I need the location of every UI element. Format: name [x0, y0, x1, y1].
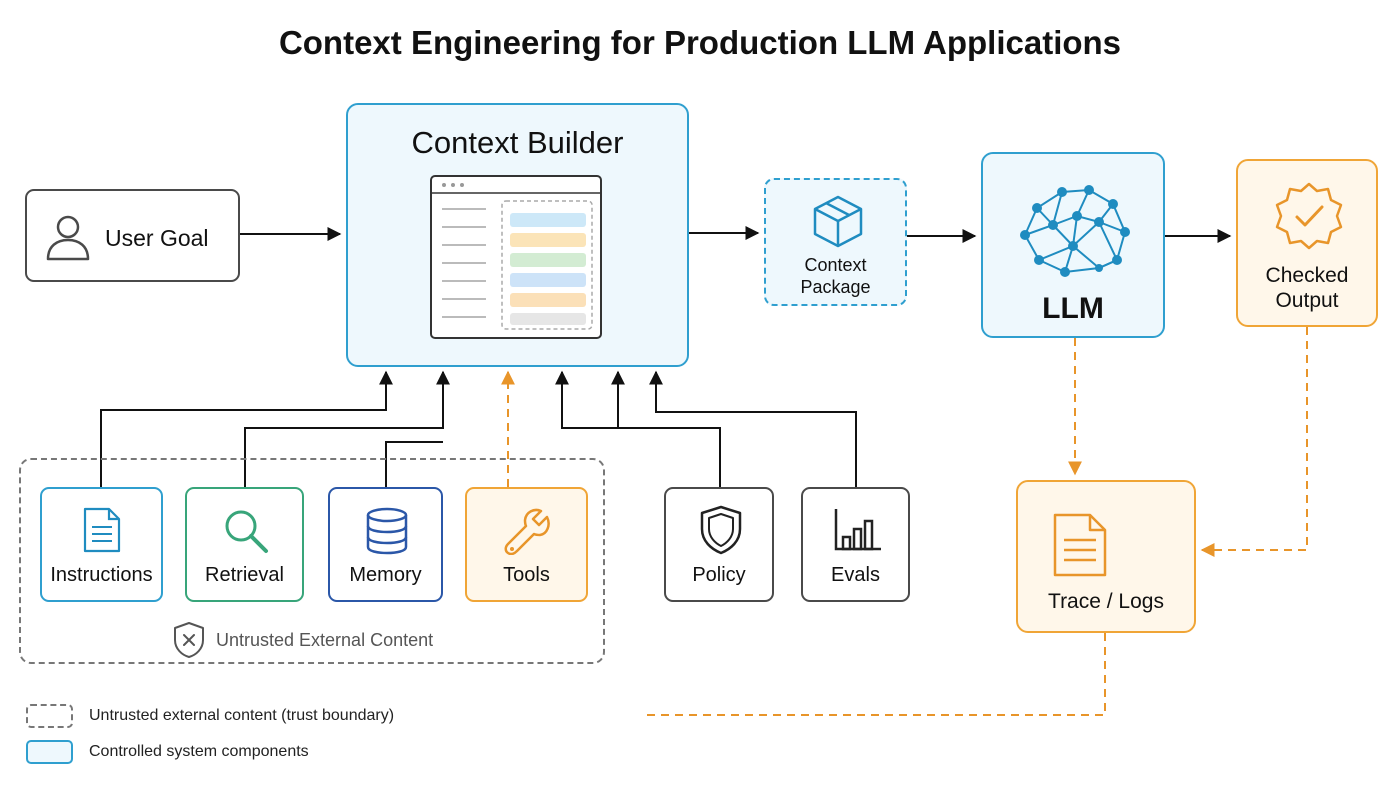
context-package-node: Context Package: [764, 178, 907, 306]
context-package-label: Context Package: [766, 254, 905, 298]
retrieval-label: Retrieval: [205, 564, 284, 586]
checked-output-label-line1: Checked: [1265, 264, 1349, 287]
bar-chart-icon: [834, 509, 881, 551]
user-goal-label: User Goal: [105, 225, 209, 251]
evals-label: Evals: [831, 564, 880, 586]
context-builder-label: Context Builder: [411, 125, 624, 160]
wire-evals: [649, 370, 857, 487]
instructions-source: Instructions: [40, 487, 163, 602]
memory-source: Memory: [328, 487, 443, 602]
wire-memory: [385, 441, 443, 487]
wire-retrieval: [244, 370, 450, 487]
untrusted-zone-label: Untrusted External Content: [216, 629, 434, 650]
wire-trace-feedback: [643, 633, 1106, 716]
instructions-label: Instructions: [50, 564, 153, 586]
trace-logs-node: Trace / Logs: [1016, 480, 1196, 633]
legend-controlled-label: Controlled system components: [89, 743, 309, 760]
wire-instructions: [100, 370, 393, 487]
llm-node: LLM: [981, 152, 1165, 338]
tools-source: Tools: [465, 487, 588, 602]
legend-untrusted-label: Untrusted external content (trust bounda…: [89, 707, 395, 724]
untrusted-zone-caption: Untrusted External Content: [172, 621, 433, 659]
diagram-title: Context Engineering for Production LLM A…: [278, 24, 1122, 61]
shield-icon: [700, 505, 742, 555]
trace-logs-label: Trace / Logs: [1048, 590, 1164, 613]
shield-x-icon: [174, 622, 204, 658]
policy-label: Policy: [692, 564, 746, 586]
log-document-icon: [1053, 513, 1107, 577]
verified-badge-icon: [1275, 182, 1343, 250]
arrow-checked-to-trace: [1200, 327, 1308, 557]
package-box-icon: [813, 195, 863, 248]
context-package-label-line1: Context: [804, 255, 867, 275]
wire-policy: [555, 370, 721, 487]
window-mockup-icon: [430, 175, 602, 339]
memory-label: Memory: [349, 564, 422, 586]
checked-output-label-line2: Output: [1275, 289, 1339, 312]
context-builder-node: Context Builder: [346, 103, 689, 367]
search-icon: [225, 510, 268, 553]
neural-network-icon: [1020, 185, 1130, 277]
legend-controlled-swatch: [26, 740, 73, 764]
legend-untrusted-swatch: [26, 704, 73, 728]
legend-controlled: Controlled system components: [26, 740, 309, 764]
llm-label: LLM: [1042, 292, 1104, 325]
policy-source: Policy: [664, 487, 774, 602]
untrusted-boundary: [19, 458, 605, 664]
tools-label: Tools: [503, 564, 550, 586]
database-icon: [366, 507, 408, 555]
evals-source: Evals: [801, 487, 910, 602]
retrieval-source: Retrieval: [185, 487, 304, 602]
context-package-label-line2: Package: [800, 277, 871, 297]
checked-output-node: Checked Output: [1236, 159, 1378, 327]
checked-output-label: Checked Output: [1238, 263, 1376, 313]
document-icon: [83, 507, 121, 553]
legend-untrusted: Untrusted external content (trust bounda…: [26, 704, 394, 728]
wrench-icon: [504, 508, 550, 555]
user-goal-node: User Goal: [25, 189, 240, 282]
user-icon: [46, 215, 90, 261]
